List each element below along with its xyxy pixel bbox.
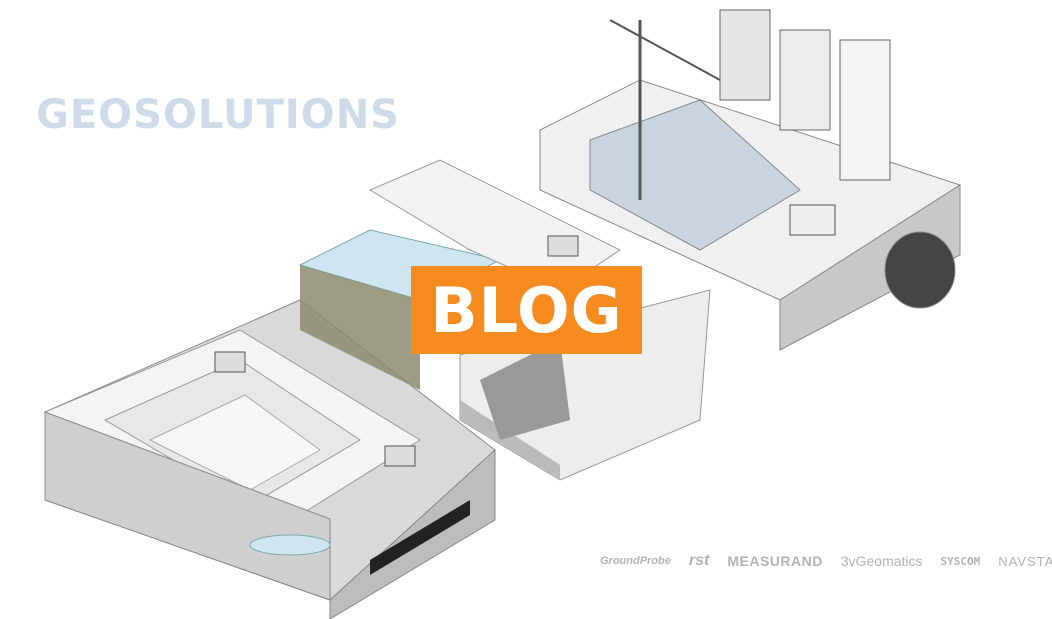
logo-rst: rst <box>688 552 710 569</box>
logo-3vgeomatics: 3vGeomatics <box>840 553 923 569</box>
blog-badge[interactable]: BLOG <box>411 266 642 354</box>
brand-title: GEOSOLUTIONS <box>36 92 400 138</box>
partner-logos: GroundProbe rst MEASURAND 3vGeomatics SY… <box>600 552 1052 570</box>
open-pit-mine-block <box>43 299 496 619</box>
logo-syscom: SYSCOM <box>940 554 981 568</box>
logo-navstar: NAVSTAR <box>998 553 1052 569</box>
city-block <box>539 9 962 351</box>
logo-measurand: MEASURAND <box>727 553 823 569</box>
logo-groundprobe: GroundProbe <box>600 555 671 567</box>
